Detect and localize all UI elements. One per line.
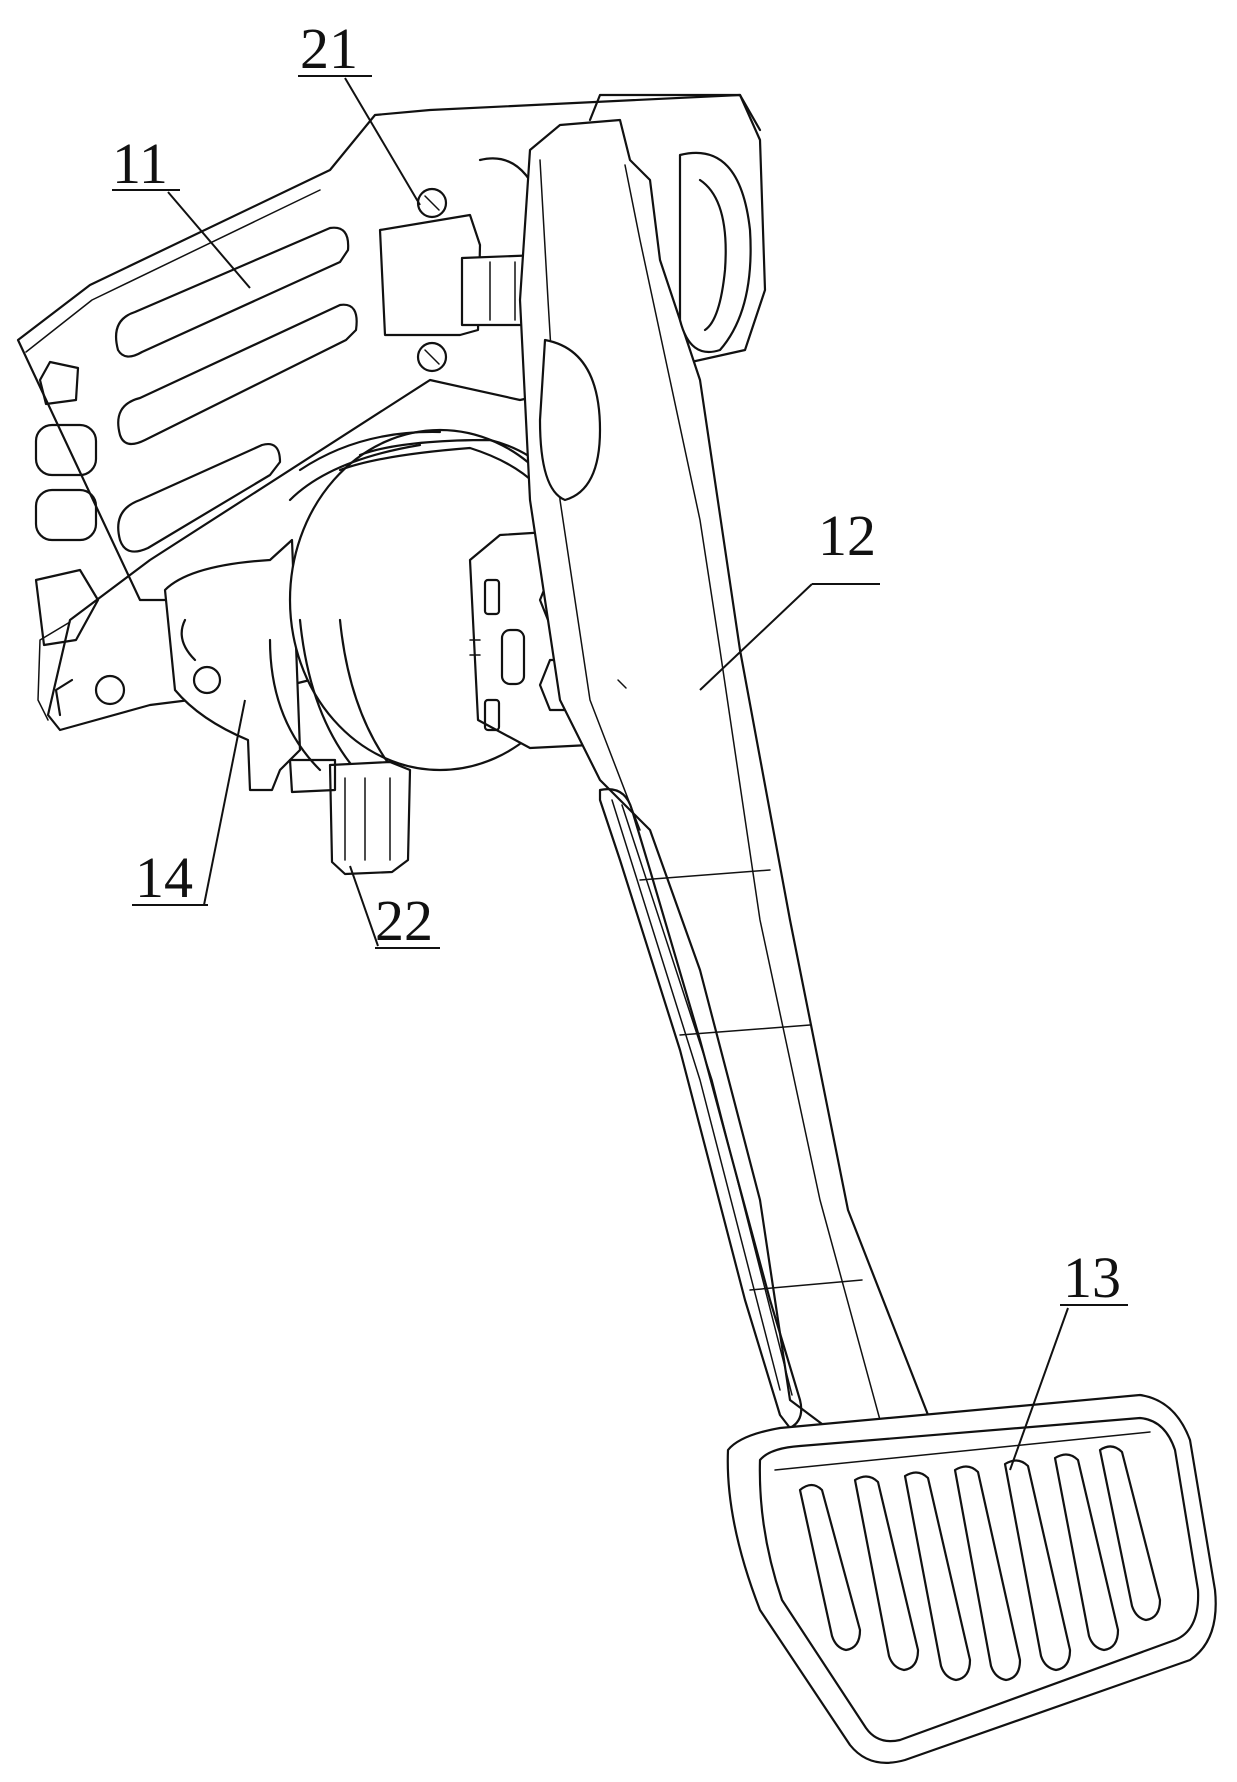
label-22: 22: [375, 888, 433, 953]
label-12: 12: [818, 503, 876, 568]
label-21: 21: [300, 16, 358, 81]
label-13: 13: [1063, 1245, 1121, 1310]
foot-pad: [728, 1395, 1216, 1763]
label-14: 14: [135, 845, 193, 910]
pedal-arm: [520, 95, 930, 1430]
label-11: 11: [112, 131, 168, 196]
